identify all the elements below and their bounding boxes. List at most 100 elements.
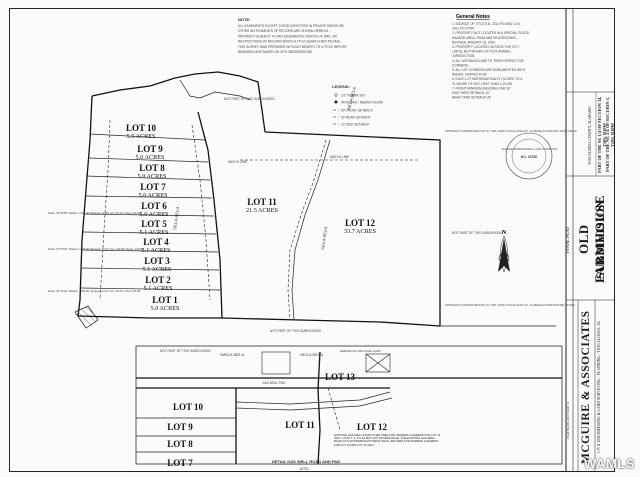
inset-quarter-label: SE1/4-SE1/4 xyxy=(300,352,324,357)
note-line: OTHER INSTRUMENTS OF RECORD ARE SHOWN HE… xyxy=(238,29,329,33)
legend-heading: LEGEND: xyxy=(332,84,350,89)
main-plat: MATCH LINE MATCH LINE Delta: 02°42'56" R… xyxy=(48,71,577,333)
general-note-line: HAZARD AREA, FEMA MAP #01125C0260G, xyxy=(452,36,517,40)
seal-text: ALABAMA PROFESSIONAL LAND SURVEYOR xyxy=(501,147,557,151)
inset-detail: NOT PART OF THIS SUBDIVISION DEED BOOK 2… xyxy=(135,345,563,471)
gas-well-pad xyxy=(261,351,291,375)
lot-acreage: 21.5 ACRES xyxy=(246,207,279,214)
watermark-logo: WAMLS xyxy=(584,456,635,471)
notes-block: NOTE: ALL EASEMENTS EXCEPT THOSE IDENTIF… xyxy=(238,17,348,54)
county-label: TUSCALOOSA COUNTY, ALABAMA xyxy=(588,106,592,166)
general-note-line: 5. ALL LOT CORNERS ARE MONUMENTED WITH xyxy=(452,68,526,72)
gas-well-pad-label: GAS WELL PAD xyxy=(262,381,286,385)
title-block-frame xyxy=(565,8,615,472)
lot-acreage: 5.1 ACRES xyxy=(143,266,172,273)
sheet-border xyxy=(9,8,615,472)
inset-lot-label: LOT 11 xyxy=(285,420,315,430)
curve-label-2: Delta: 07°09'36" Radius: 1125.00' Tangen… xyxy=(48,247,144,251)
surveyor-seal: ALABAMA PROFESSIONAL LAND SURVEYOR NO. 3… xyxy=(501,132,557,180)
inset-east-line xyxy=(317,351,321,465)
lot11-lot12-setback xyxy=(287,139,327,321)
south-boundary xyxy=(77,315,441,327)
legend-item: 1/2" REBAR SET xyxy=(341,94,366,98)
general-note-line: 3. PROPERTY LOCATED OUTSIDE THE CITY xyxy=(452,45,520,49)
east-boundary xyxy=(264,131,441,326)
lot-label: LOT 10 xyxy=(126,123,157,133)
ne-corner-label: NORTHEAST CORNER SECTION 34, T18S, R10W … xyxy=(445,129,577,133)
not-part-label: NOT PART OF THIS SUBDIVISION xyxy=(160,349,211,353)
lot-label: LOT 11 xyxy=(247,197,277,207)
general-note-line: 2021 PG 27097. xyxy=(452,27,475,31)
legend-item: 30' REAR SETBACK xyxy=(341,116,372,120)
general-note-line: JURISDICTION. xyxy=(452,54,475,58)
lot-acreage: 5.0 ACRES xyxy=(151,305,180,312)
road-pad xyxy=(74,305,99,329)
firm-subtitle: CIVIL ENGINEERING & LAND SURVEYING - PLA… xyxy=(597,320,601,454)
general-note-line: SIDE YARD SETBACK 10' xyxy=(452,91,490,95)
lot-acreage: 5.1 ACRES xyxy=(144,285,173,292)
quarter-section-label: NE1/4-SE1/4 xyxy=(320,226,328,251)
general-note-line: 1. SOURCE OF TITLE D.B. 2014 PG 5802, D.… xyxy=(452,22,521,26)
legend-item: IRON PIPE / REBAR FOUND xyxy=(341,101,384,105)
lot-acreage: 5.5 ACRES xyxy=(127,133,156,140)
lot-acreage: 5.0 ACRES xyxy=(136,154,165,161)
general-note-line: LIMITS, BUT WITHIN CITY'S PLANNING xyxy=(452,50,511,54)
west-boundary xyxy=(77,95,93,317)
inset-lot-label: LOT 12 xyxy=(357,422,388,432)
road-note: EXISTING GAS WELL ROAD TO BE USED FOR IN… xyxy=(334,434,440,446)
general-note-line: CORNERS. xyxy=(452,63,469,67)
quarter-section-label: SE1/4-SE1/4 xyxy=(172,206,180,230)
location-line-1: PART OF THE SE 1/4 OF SECTION 34, T18S, … xyxy=(597,96,607,174)
subdivision-name-line1: OLD FARMHOUSE xyxy=(576,194,607,284)
lot-label: LOT 6 xyxy=(141,201,167,211)
general-note-line: 7. FRONT MINIMUM BUILDING LINE 30' xyxy=(452,86,511,90)
deed-ref-label: DEED BOOK 2021 PAGE 12945 xyxy=(340,349,381,353)
match-line-label: MATCH LINE xyxy=(228,160,247,164)
rebar-set-icon xyxy=(334,93,338,97)
lot-label: LOT 5 xyxy=(141,219,167,229)
general-notes-block: General Notes 1. SOURCE OF TITLE D.B. 20… xyxy=(452,14,530,100)
lot-label: LOT 9 xyxy=(137,144,163,154)
legend: LEGEND: 1/2" REBAR SET IRON PIPE / REBAR… xyxy=(332,84,384,127)
note-line: BEARINGS ARE BASED ON GPS OBSERVATIONS. xyxy=(238,50,313,54)
not-part-label: NOT PART OF THIS SUBDIVISION xyxy=(224,97,275,101)
north-label: N xyxy=(502,230,507,236)
note-line: THIS SURVEY WAS PREPARED WITHOUT BENEFIT… xyxy=(238,45,348,49)
location-line-2: PART OF THE NE 1/4 OF SECTION 3, T19S, R… xyxy=(605,97,615,173)
general-note-line: CLOSURE OF NOT LESS THAN 1:10,000. xyxy=(452,82,513,86)
lot11-lot12-divider xyxy=(291,139,331,321)
lot-label: LOT 1 xyxy=(152,295,178,305)
not-part-label: NOT PART OF THIS SUBDIVISION xyxy=(270,329,321,333)
lot-acreage: 33.7 ACRES xyxy=(344,228,377,235)
general-notes-heading: General Notes xyxy=(456,14,490,20)
note-line: PROPERTY SUBJECT TO ANY EASEMENTS, RIGHT… xyxy=(238,34,337,38)
north-arrow-icon: N xyxy=(498,230,510,273)
lot-label: LOT 4 xyxy=(143,237,169,247)
plat-type-label: FINAL PLAT xyxy=(566,226,571,254)
lot-acreage: 5.0 ACRES xyxy=(140,211,169,218)
curve-label-3: Delta: 03°14'24" Radius: 1125.00' Tangen… xyxy=(48,289,141,293)
subdivision-name-line2: SUBDIVISION xyxy=(593,199,607,279)
seal-number: NO. 32780 xyxy=(521,155,538,159)
north-road xyxy=(179,79,251,101)
match-line-label: MATCH LINE xyxy=(330,155,349,159)
rear-setback-line xyxy=(191,124,211,301)
iron-pipe-icon xyxy=(334,100,338,104)
inset-lot-label: LOT 9 xyxy=(167,422,193,432)
lot-label: LOT 12 xyxy=(345,218,376,228)
gas-road xyxy=(235,391,391,405)
lot-label: LOT 3 xyxy=(144,256,170,266)
quarter-section-label: NE1/4-SE1/4 xyxy=(346,86,357,111)
lot-label: LOT 2 xyxy=(145,275,171,285)
inset-quarter-label: SW1/4-SE1/4 xyxy=(220,352,245,357)
legend-item: 30' FRONT SETBACK xyxy=(341,109,374,113)
inset-caption: DETAIL GAS WELL ROAD AND PAD xyxy=(272,459,340,464)
note-line: RESTRICTIONS OF RECORD WHICH A TITLE SEA… xyxy=(238,40,342,44)
lot-dividers xyxy=(79,133,222,291)
se-corner-label: NORTHEAST CORNER SECTION 34, T18S, R10W … xyxy=(445,303,575,307)
front-setback-line xyxy=(99,119,111,301)
lot-label: LOT 7 xyxy=(140,182,166,192)
general-note-line: REAR YARD SETBACK 30' xyxy=(452,96,491,100)
general-note-line: 6. EACH LOT MATHEMATICALLY CLOSED TO A xyxy=(452,77,523,81)
